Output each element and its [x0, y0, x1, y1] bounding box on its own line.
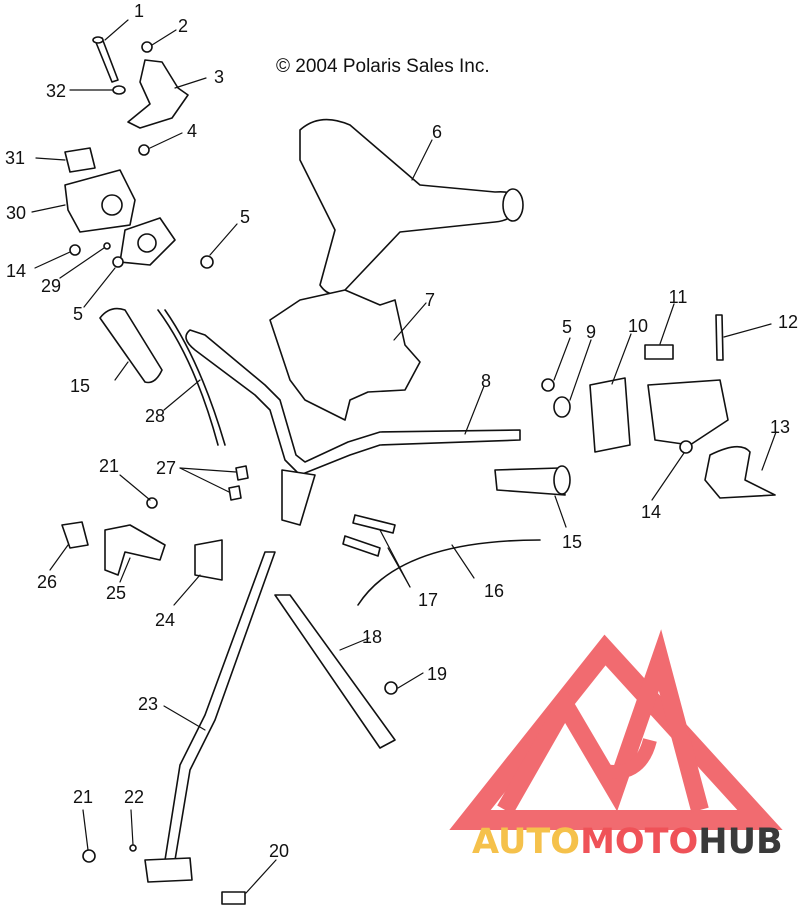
part-8-handlebar	[185, 329, 521, 476]
part-7-crossbar-pad	[269, 289, 421, 421]
part-3-clamp	[127, 59, 189, 129]
callout-21: 21	[98, 456, 120, 476]
callout-31: 31	[4, 148, 26, 168]
part-27-nut-b	[228, 485, 242, 501]
part-switch-housing-right	[647, 379, 729, 446]
part-12-pin	[715, 314, 724, 361]
part-17-bolt-a	[352, 514, 396, 534]
leader-lines	[31, 19, 777, 894]
callout-6: 6	[431, 122, 443, 142]
watermark-part-moto: MOTO	[580, 822, 699, 862]
part-28-cable	[157, 309, 219, 446]
callout-4: 4	[186, 121, 198, 141]
callout-14-left: 14	[5, 261, 27, 281]
part-10-gasket	[589, 377, 631, 453]
callout-5: 5	[239, 207, 251, 227]
callout-21-lower: 21	[72, 787, 94, 807]
part-24-block	[194, 539, 223, 581]
callout-18: 18	[361, 627, 383, 647]
callout-32: 32	[45, 81, 67, 101]
part-8-clamp	[281, 469, 316, 526]
part-14-nut	[69, 244, 81, 256]
callout-1: 1	[133, 1, 145, 21]
callout-25: 25	[105, 583, 127, 603]
callout-5-left: 5	[72, 304, 84, 324]
callout-29: 29	[40, 276, 62, 296]
callout-19: 19	[426, 664, 448, 684]
part-29-washer	[103, 242, 111, 250]
callout-3: 3	[213, 67, 225, 87]
part-30-housing	[64, 169, 136, 233]
part-11-pad	[644, 344, 674, 360]
part-31-block	[64, 147, 96, 173]
callout-5-right: 5	[561, 317, 573, 337]
part-21-nut-lower	[82, 849, 96, 863]
callout-30: 30	[5, 203, 27, 223]
callout-13: 13	[769, 417, 791, 437]
part-22-fitting	[129, 844, 137, 852]
callout-15: 15	[561, 532, 583, 552]
callout-10: 10	[627, 316, 649, 336]
part-19-screw	[384, 681, 398, 695]
part-14-nut-right	[679, 440, 693, 454]
callout-27: 27	[155, 458, 177, 478]
callout-11: 11	[668, 287, 688, 307]
part-25-bracket	[104, 524, 166, 576]
callout-8: 8	[480, 371, 492, 391]
watermark-logo-icon	[449, 629, 783, 830]
part-4-nut	[138, 144, 150, 156]
watermark-text: AUTOMOTOHUB	[472, 825, 783, 860]
callout-14: 14	[640, 502, 662, 522]
watermark-part-hub: HUB	[698, 822, 783, 862]
part-32-washer	[112, 85, 126, 95]
callout-17: 17	[417, 590, 439, 610]
watermark-part-auto: AUTO	[472, 822, 581, 862]
part-18-strap	[274, 594, 396, 749]
part-23-bracket	[144, 857, 193, 883]
callout-23: 23	[137, 694, 159, 714]
part-9-spacer	[553, 396, 571, 418]
part-23-steering-arm	[164, 551, 276, 861]
callout-9: 9	[585, 322, 597, 342]
callout-28: 28	[144, 406, 166, 426]
part-1-bolt	[92, 36, 119, 83]
part-5-nut	[200, 255, 214, 269]
part-2-nut	[141, 41, 153, 53]
callout-26: 26	[36, 572, 58, 592]
copyright-notice: © 2004 Polaris Sales Inc.	[276, 56, 490, 77]
callout-7: 7	[424, 290, 436, 310]
callout-15-left: 15	[69, 376, 91, 396]
part-21-nut	[146, 497, 158, 509]
part-27-nut-a	[235, 465, 249, 481]
callout-24: 24	[154, 610, 176, 630]
part-5-screw	[112, 256, 124, 268]
part-26-clamp	[61, 521, 89, 549]
callout-16: 16	[483, 581, 505, 601]
callout-22: 22	[123, 787, 145, 807]
part-15-grip-left	[99, 307, 163, 384]
part-17-bolt-b	[342, 535, 381, 557]
part-13-cover	[704, 445, 776, 499]
part-20-bolt	[221, 891, 246, 905]
callout-12: 12	[777, 312, 799, 332]
part-5-bolt-right	[541, 378, 555, 392]
part-16-cable	[357, 539, 541, 606]
callout-2: 2	[177, 16, 189, 36]
callout-20: 20	[268, 841, 290, 861]
part-15-grip-right	[494, 467, 566, 496]
part-6-pad	[299, 118, 521, 295]
